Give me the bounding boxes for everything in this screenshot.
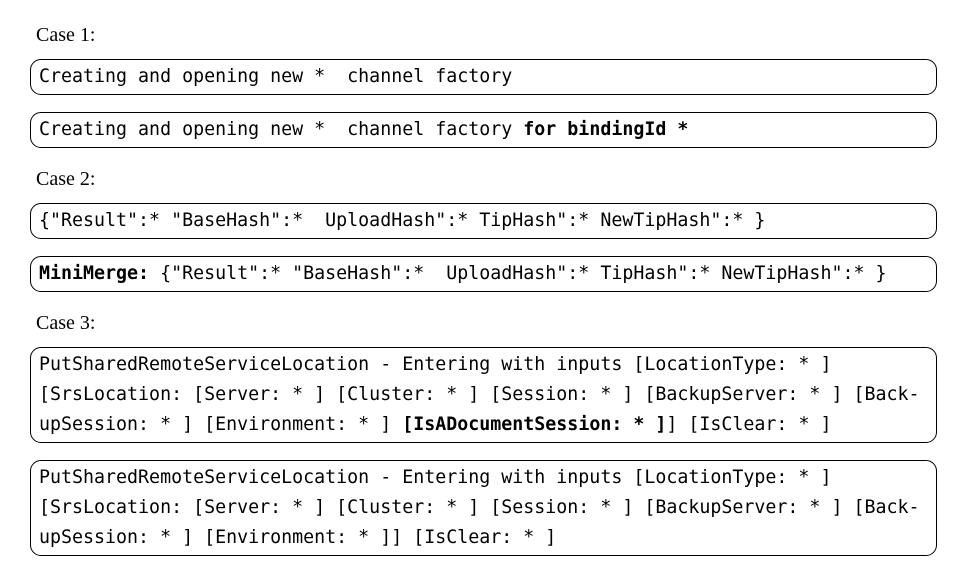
template-segment-bold: [IsADocumentSession: * ] (402, 414, 667, 435)
template-segment: PutSharedRemoteServiceLocation - Enterin… (39, 354, 832, 375)
log-template-box: MiniMerge: {"Result":* "BaseHash":* Uplo… (30, 256, 937, 292)
template-line: MiniMerge: {"Result":* "BaseHash":* Uplo… (39, 259, 928, 289)
template-segment: Creating and opening new * channel facto… (39, 66, 513, 87)
template-segment: PutSharedRemoteServiceLocation - Enterin… (39, 467, 832, 488)
case-label: Case 1: (36, 24, 96, 46)
template-line: PutSharedRemoteServiceLocation - Enterin… (39, 463, 928, 493)
template-segment: Creating and opening new * channel facto… (39, 119, 524, 140)
log-template-box: PutSharedRemoteServiceLocation - Enterin… (30, 347, 937, 443)
case-label: Case 3: (36, 312, 96, 334)
template-line: {"Result":* "BaseHash":* UploadHash":* T… (39, 206, 928, 236)
template-segment: {"Result":* "BaseHash":* UploadHash":* T… (149, 263, 887, 284)
template-segment: [SrsLocation: [Server: * ] [Cluster: * ]… (39, 384, 920, 405)
template-segment-bold: MiniMerge: (39, 263, 150, 284)
template-line: Creating and opening new * channel facto… (39, 115, 928, 145)
log-template-box: {"Result":* "BaseHash":* UploadHash":* T… (30, 203, 937, 239)
template-segment: upSession: * ] [Environment: * ] (39, 414, 403, 435)
log-template-box: PutSharedRemoteServiceLocation - Enterin… (30, 460, 937, 556)
case-label: Case 2: (36, 168, 96, 190)
template-line: upSession: * ] [Environment: * ]] [IsCle… (39, 523, 928, 553)
template-line: PutSharedRemoteServiceLocation - Enterin… (39, 350, 928, 380)
log-template-box: Creating and opening new * channel facto… (30, 59, 937, 95)
template-segment-bold: for bindingId * (523, 119, 689, 140)
template-segment: upSession: * ] [Environment: * ]] [IsCle… (39, 527, 557, 548)
template-line: upSession: * ] [Environment: * ] [IsADoc… (39, 410, 928, 440)
template-segment: ] [IsClear: * ] (666, 414, 832, 435)
log-template-box: Creating and opening new * channel facto… (30, 112, 937, 148)
template-segment: {"Result":* "BaseHash":* UploadHash":* T… (39, 210, 766, 231)
template-segment: [SrsLocation: [Server: * ] [Cluster: * ]… (39, 497, 920, 518)
template-line: [SrsLocation: [Server: * ] [Cluster: * ]… (39, 493, 928, 523)
template-line: [SrsLocation: [Server: * ] [Cluster: * ]… (39, 380, 928, 410)
template-line: Creating and opening new * channel facto… (39, 62, 928, 92)
